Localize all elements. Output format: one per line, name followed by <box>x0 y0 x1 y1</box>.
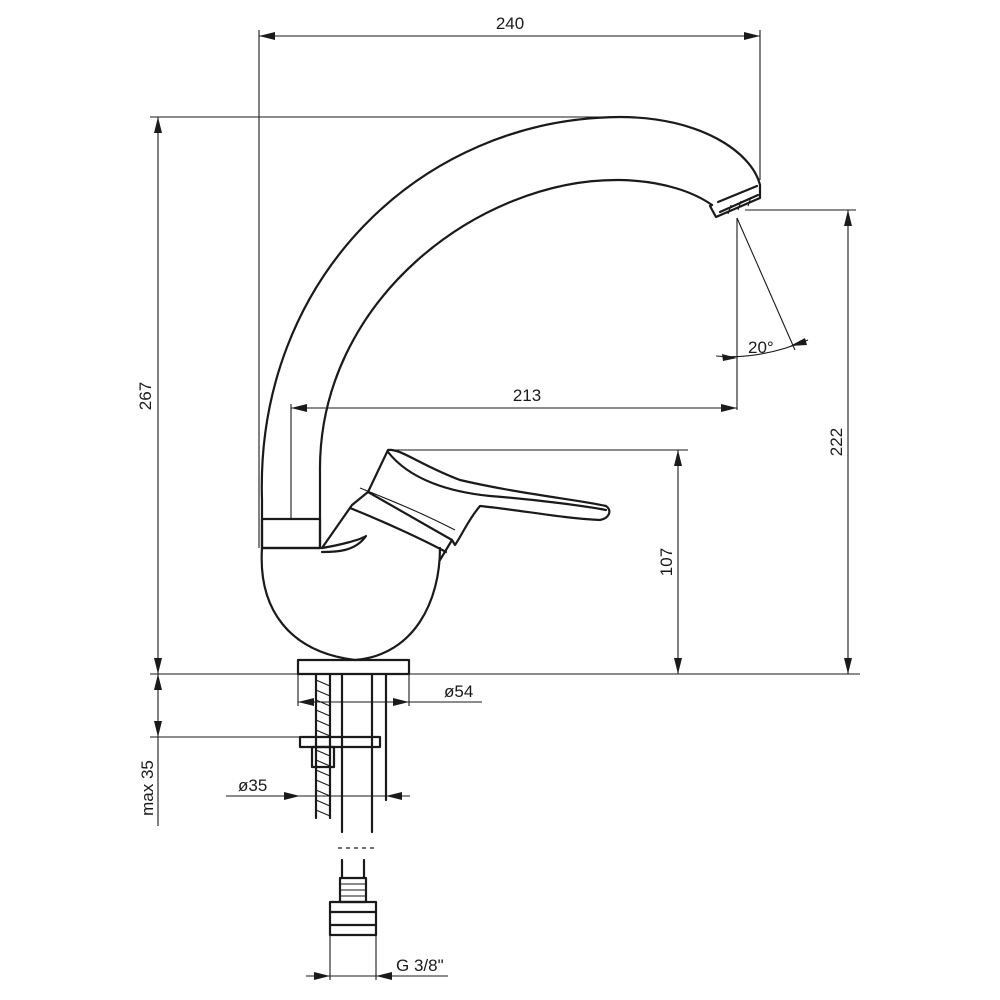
stud-thread-pattern <box>315 679 331 817</box>
fixing-plate <box>298 735 382 749</box>
arrow-head <box>744 32 760 40</box>
aerator-rib <box>747 196 752 207</box>
arrow-head <box>298 698 314 706</box>
arrow-head <box>376 972 392 980</box>
arrow-head <box>284 792 300 800</box>
label-spout-reach: 213 <box>513 386 541 405</box>
aerator-rib <box>727 204 732 215</box>
label-outlet-angle: 20° <box>748 338 774 357</box>
lever-detail <box>359 487 456 531</box>
arrow-head <box>291 404 307 412</box>
arrow-head <box>844 658 852 674</box>
spout-lip <box>320 534 368 554</box>
arrow-head <box>674 658 682 674</box>
arrow-head <box>154 674 162 690</box>
spout-outer-edge <box>260 115 762 550</box>
mounting-flange <box>296 658 411 676</box>
arrow-head <box>314 972 330 980</box>
lever-inner-edge <box>386 450 608 512</box>
arrow-head <box>674 450 682 466</box>
dimension-lines <box>150 30 860 980</box>
spout-aerator <box>708 183 762 219</box>
spout-collar <box>260 517 322 550</box>
label-outlet-height: 222 <box>827 428 846 456</box>
aerator-face <box>716 184 760 214</box>
hose-hex-nut <box>328 900 378 937</box>
faucet-body-outline <box>260 115 762 676</box>
arrow-head <box>722 354 737 361</box>
arrow-head <box>790 338 807 346</box>
arrow-head <box>259 32 275 40</box>
label-shank-diameter: ø35 <box>238 776 267 795</box>
arrow-head <box>386 792 402 800</box>
neck-ring <box>348 506 448 554</box>
label-total-width: 240 <box>496 14 524 33</box>
spout-inner-edge <box>318 178 714 550</box>
label-connection-thread: G 3/8" <box>396 956 444 975</box>
arrow-head <box>154 658 162 674</box>
arrow-head <box>844 210 852 226</box>
arrow-head <box>154 117 162 133</box>
angle-leg <box>736 217 796 351</box>
label-handle-height: 107 <box>657 548 676 576</box>
mounting-hardware <box>298 672 388 937</box>
label-base-diameter: ø54 <box>444 682 473 701</box>
label-total-height: 267 <box>136 382 155 410</box>
label-counter-thickness: max 35 <box>138 760 157 816</box>
ferrule-ribs <box>340 883 366 897</box>
fixing-nut <box>310 745 336 769</box>
arrow-head <box>154 721 162 737</box>
lever-handle <box>366 448 611 547</box>
mixer-body <box>260 546 442 662</box>
dimension-labels: 240 267 213 222 107 20° ø54 ø35 max 35 G… <box>136 14 846 975</box>
arrow-head <box>393 698 409 706</box>
aerator-rib <box>737 200 742 211</box>
arrow-head <box>721 404 737 412</box>
